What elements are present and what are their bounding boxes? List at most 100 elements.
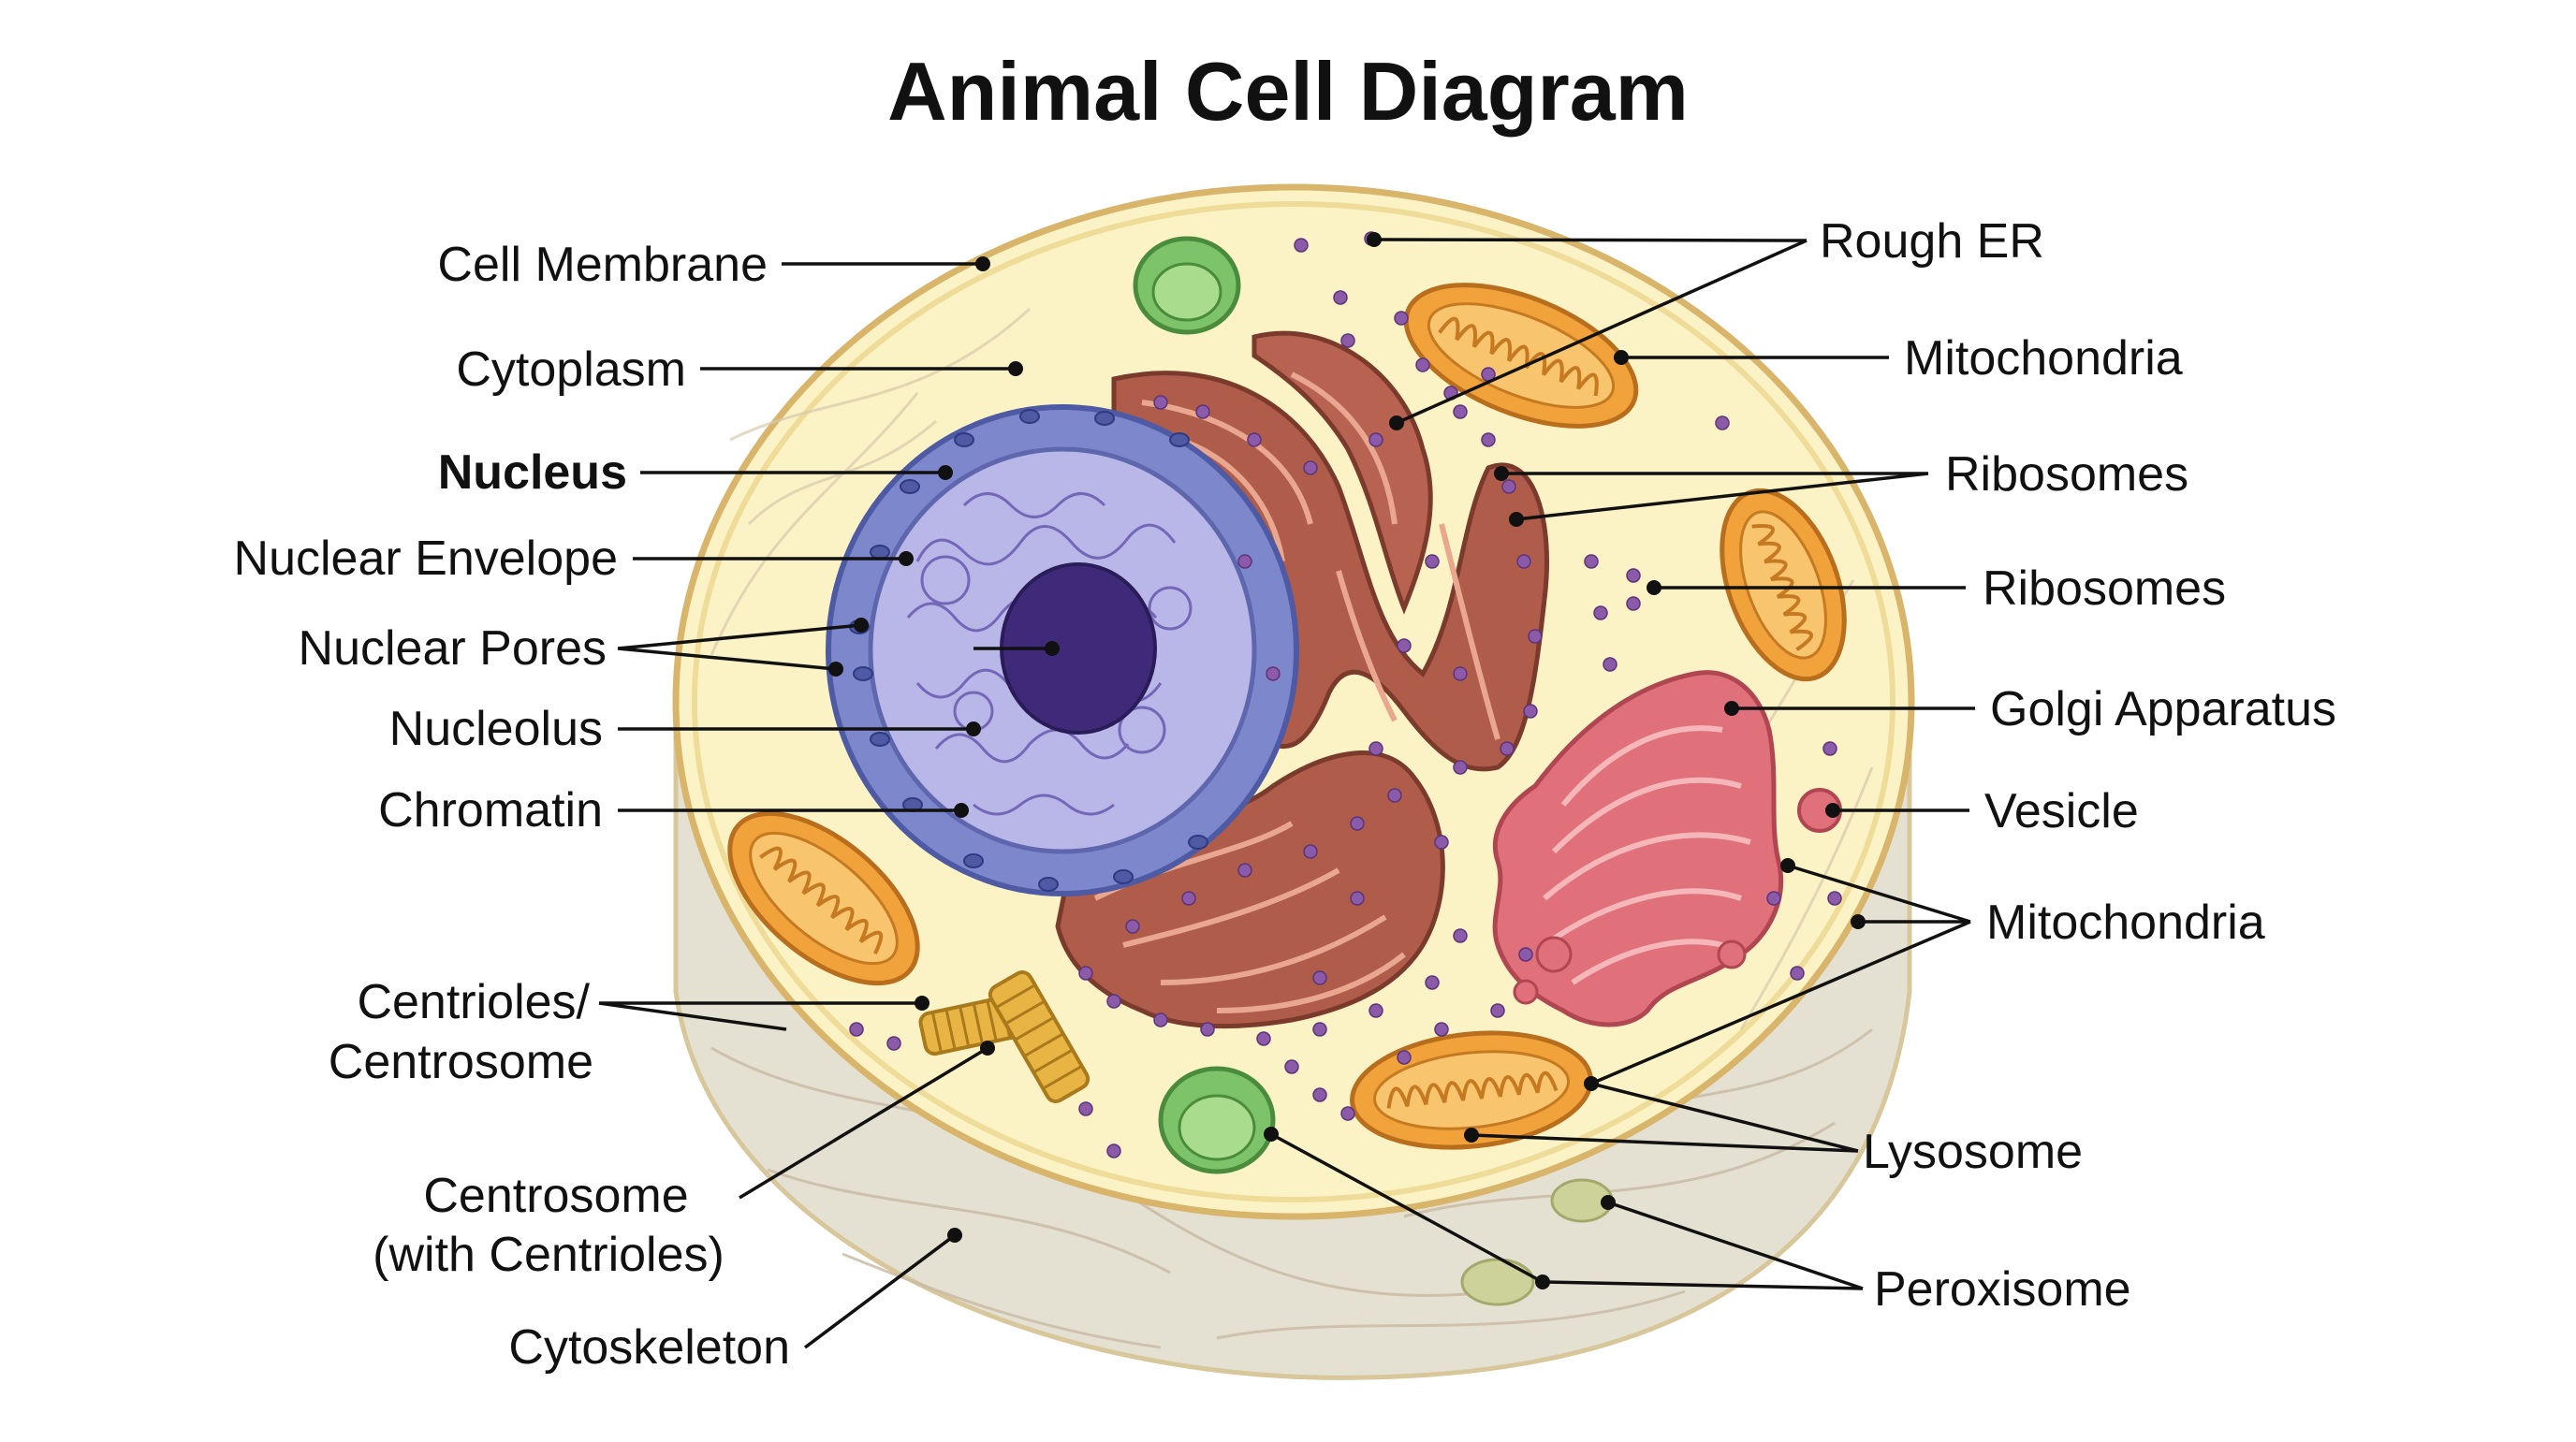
lysosomes <box>1133 236 1276 1174</box>
ribosome-dot <box>1284 1059 1299 1074</box>
ribosome-dot <box>1200 1022 1215 1037</box>
ribosome-dot <box>1584 554 1599 569</box>
ribosome-dot <box>1153 1012 1168 1027</box>
peroxisomes <box>1460 1178 1614 1306</box>
label-peroxisome: Peroxisome <box>1874 1262 2131 1317</box>
rough-er-lower <box>1055 750 1445 1029</box>
leader-dot-cytoskeleton <box>947 1228 962 1243</box>
leader-dot-peroxisome-1 <box>1601 1195 1616 1210</box>
label-rough-er: Rough ER <box>1820 214 2044 269</box>
label-golgi-apparatus: Golgi Apparatus <box>1990 682 2336 736</box>
ribosome-dot <box>1603 657 1617 672</box>
leader-dot-mitochondria-right-1 <box>1780 858 1795 873</box>
label-centrosome-line2: (with Centrioles) <box>373 1228 724 1282</box>
ribosome-dot <box>849 1022 864 1037</box>
leader-dot-mitochondria-right-2 <box>1851 914 1866 929</box>
centriole-vertical <box>988 970 1090 1103</box>
ribosomes <box>849 231 1842 1158</box>
ribosome-dot <box>1106 1143 1121 1158</box>
mitochondrion-bottom <box>1350 1030 1593 1150</box>
ribosome-dot <box>1626 596 1641 611</box>
cell-membrane-inner-rim <box>692 201 1895 1202</box>
ribosome-dot <box>1078 1101 1093 1116</box>
ribosome-dot <box>1312 1087 1327 1102</box>
ribosome-dot <box>1237 554 1252 569</box>
label-centrioles-line2: Centrosome <box>329 1035 593 1089</box>
leader-dot-ribosomes-1b <box>1509 512 1524 527</box>
ribosome-dot <box>1453 666 1468 681</box>
label-mitochondria-top: Mitochondria <box>1904 331 2183 386</box>
label-nuclear-pores: Nuclear Pores <box>299 621 607 676</box>
ribosome-dot <box>1481 432 1496 447</box>
ribosome-dot <box>1368 432 1383 447</box>
ribosome-dot <box>1394 311 1409 326</box>
ribosome-dot <box>1312 1022 1327 1037</box>
label-mitochondria-right: Mitochondria <box>1986 896 2265 950</box>
ribosome-dot <box>1303 844 1318 859</box>
leader-dot-green-lysosome <box>1264 1127 1279 1142</box>
label-centrosome-line1: Centrosome <box>423 1169 688 1223</box>
leader-peroxisome <box>1270 1132 1864 1290</box>
golgi-body <box>1492 670 1784 1027</box>
ribosome-dot <box>1340 333 1355 348</box>
ribosome-dot <box>1453 404 1468 419</box>
labels-left: Cell Membrane Cytoplasm Nucleus Nuclear … <box>234 238 790 1375</box>
leader-dot-vesicle <box>1825 803 1840 818</box>
ribosome-dot <box>1350 891 1365 906</box>
leader-dot-cell-membrane <box>975 256 990 271</box>
leader-dot-centrioles <box>915 996 929 1011</box>
nuclear-pores <box>849 409 1208 892</box>
ribosome-dot <box>1593 605 1608 620</box>
leader-rough-er <box>1373 238 1808 425</box>
ribosome-dot <box>1822 741 1837 756</box>
label-centrioles-line1: Centrioles/ <box>357 975 590 1029</box>
ribosome-dot <box>1453 760 1468 775</box>
ribosome-dot <box>1350 816 1365 831</box>
ribosome-dot <box>1518 947 1533 962</box>
ribosome-dot <box>1415 357 1430 372</box>
leader-dot-rough-er-2 <box>1389 415 1404 430</box>
label-nuclear-envelope: Nuclear Envelope <box>234 532 618 586</box>
ribosome-dot <box>1715 415 1730 430</box>
leader-lines <box>598 232 1975 1349</box>
leader-ribosomes-1 <box>1501 472 1929 521</box>
ribosome-dot <box>1387 788 1402 803</box>
peroxisome-2 <box>1460 1258 1535 1306</box>
leader-dot-nucleus <box>938 465 953 480</box>
ribosome-dot <box>1425 554 1440 569</box>
leader-cytoskeleton <box>803 1233 957 1349</box>
leader-centrioles <box>598 1001 922 1031</box>
label-chromatin: Chromatin <box>378 783 603 838</box>
ribosome-dot <box>886 1036 901 1051</box>
leader-dot-ribosomes-2 <box>1647 580 1661 595</box>
lysosome-top <box>1133 236 1241 335</box>
ribosome-dot <box>1425 975 1440 990</box>
mitochondrion-left <box>727 810 920 986</box>
label-nucleolus: Nucleolus <box>389 702 603 756</box>
golgi-vesicle-1 <box>1535 936 1573 973</box>
label-lysosome: Lysosome <box>1863 1125 2083 1179</box>
ribosome-dot <box>1790 966 1805 981</box>
ribosome-dot <box>1827 891 1842 906</box>
ribosome-dot <box>1397 1050 1412 1065</box>
nucleus <box>826 404 1299 896</box>
label-cytoskeleton: Cytoskeleton <box>508 1320 790 1375</box>
leader-dot-mitochondria-top <box>1614 350 1629 365</box>
ribosome-dot <box>1626 568 1641 583</box>
leader-centrosome <box>739 1046 988 1200</box>
leader-dot-nuclear-pore-2 <box>828 662 843 677</box>
leader-lysosome <box>1471 1082 1859 1153</box>
ribosome-dot <box>1368 741 1383 756</box>
mitochondrion-top <box>1403 283 1639 429</box>
label-vesicle: Vesicle <box>1984 784 2139 838</box>
lysosome-bottom <box>1158 1066 1276 1174</box>
label-nucleus: Nucleus <box>438 445 627 500</box>
ribosome-dot <box>1397 638 1412 653</box>
golgi-vesicle-3 <box>1717 939 1747 969</box>
leader-mitochondria-right <box>1590 864 1971 1085</box>
ribosome-dot <box>1266 666 1281 681</box>
ribosome-dot <box>1294 238 1309 253</box>
leader-dot-lysosome <box>1464 1128 1479 1143</box>
ribosome-dot <box>1523 704 1538 719</box>
